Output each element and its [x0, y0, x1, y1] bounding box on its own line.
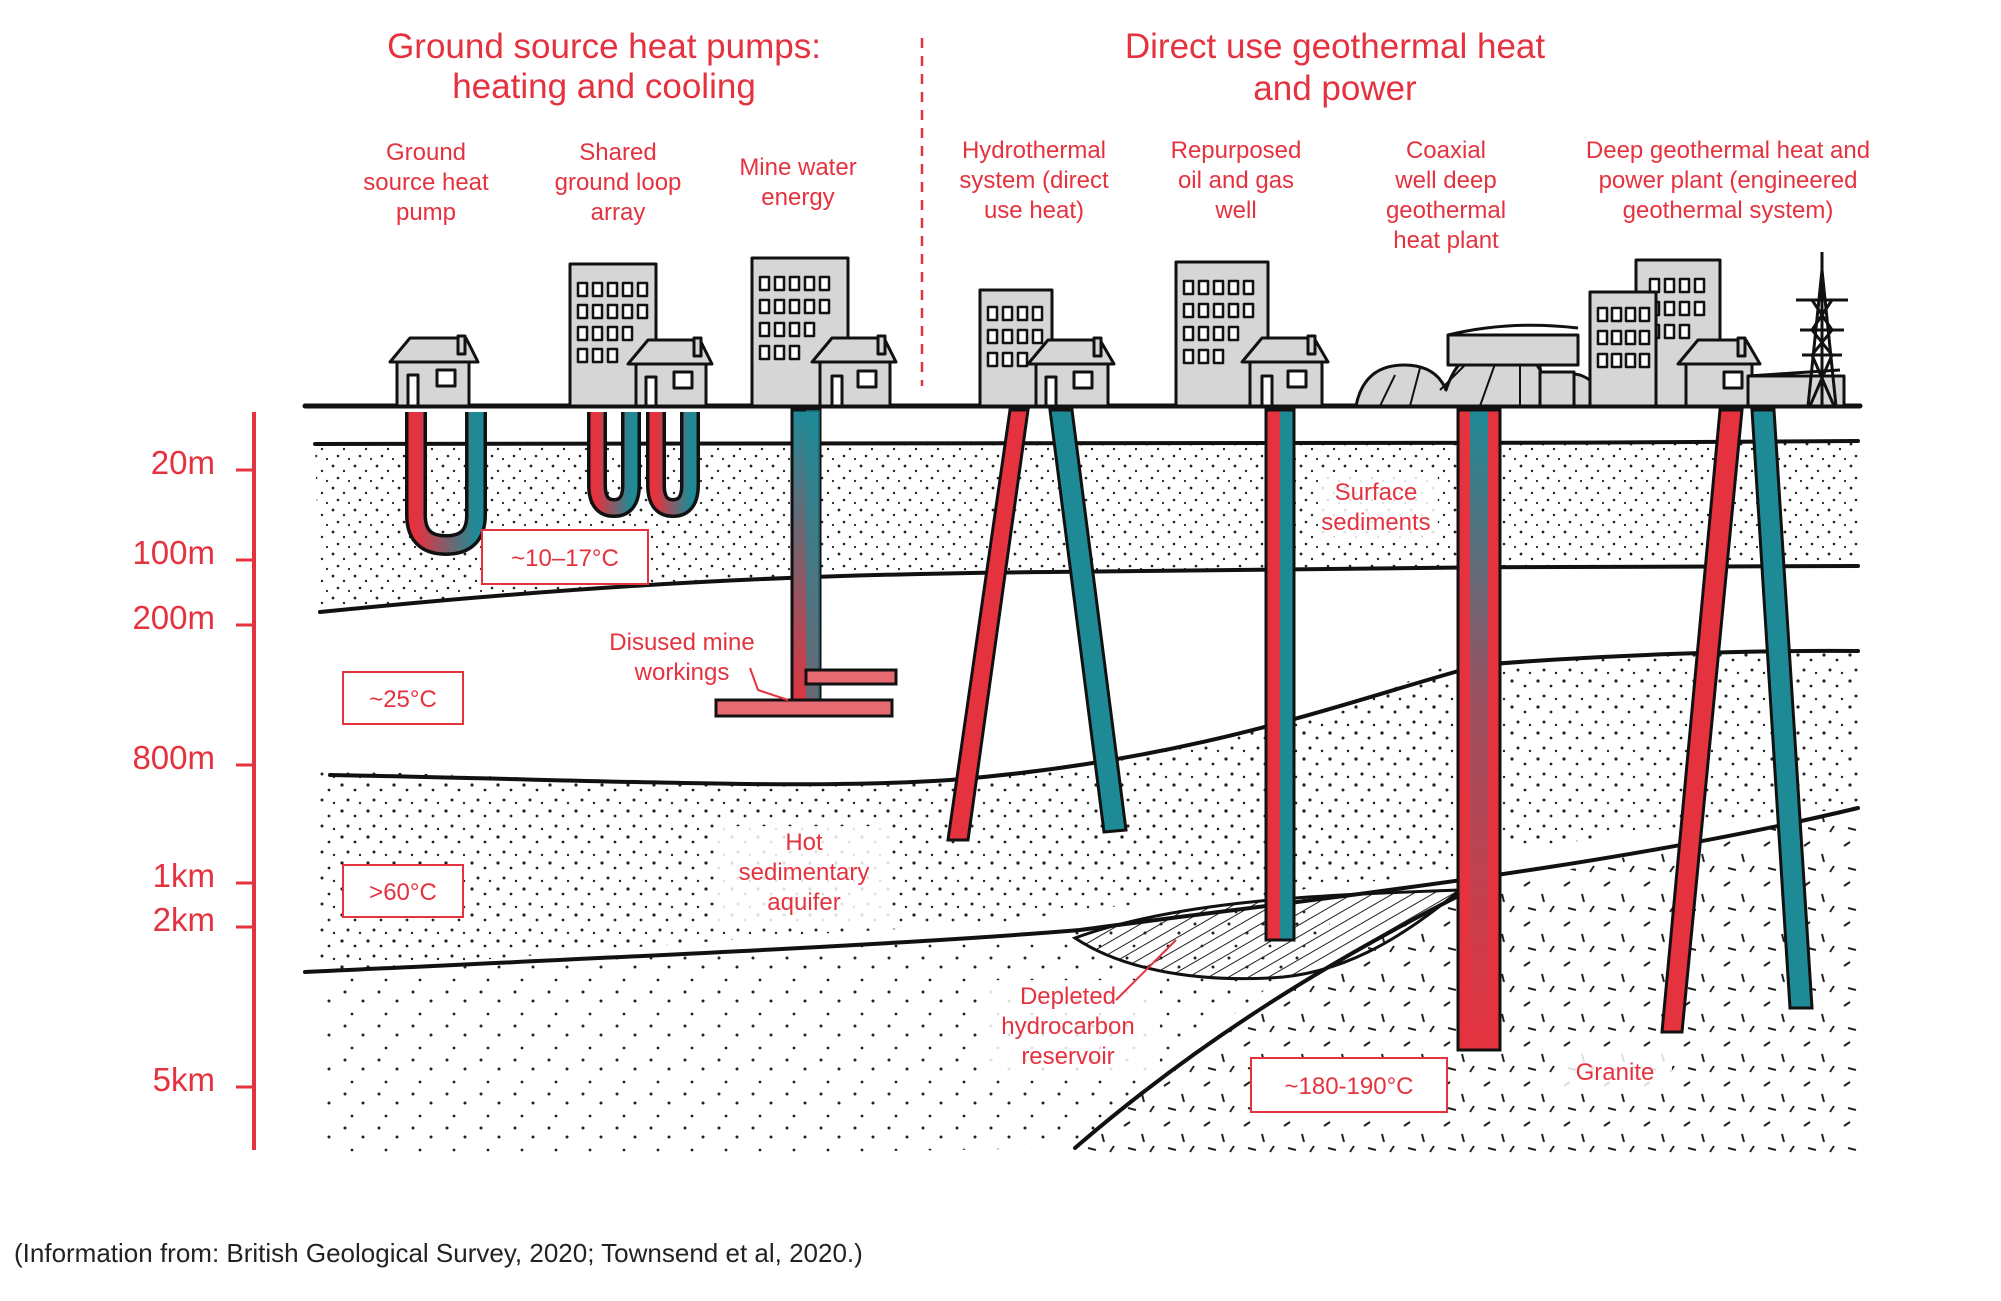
header-right-line1: Direct use geothermal heat [1125, 27, 1545, 66]
power-plant-icon [1746, 368, 1846, 408]
temp-label: >60°C [369, 879, 437, 906]
house-icon [388, 334, 480, 408]
apartment-block-icon [1588, 290, 1658, 408]
system-label: ground loop [555, 169, 682, 196]
system-label: Coaxial [1406, 137, 1486, 164]
system-label: Hydrothermal [962, 137, 1106, 164]
dome-building-icon [1354, 323, 1606, 408]
temp-label: ~180-190°C [1284, 1073, 1413, 1100]
system-label: Repurposed [1171, 137, 1302, 164]
house-icon [810, 334, 898, 408]
header-left-line2: heating and cooling [452, 67, 756, 106]
system-label: well [1214, 197, 1256, 224]
depth-label-1km: 1km [153, 857, 215, 894]
system-label: oil and gas [1178, 167, 1294, 194]
header-left-line1: Ground source heat pumps: [387, 27, 821, 66]
system-label: heat plant [1393, 227, 1499, 254]
depth-label-200m: 200m [132, 599, 215, 636]
house-icon [626, 336, 714, 408]
system-label: array [591, 199, 646, 226]
temp-label: ~10–17°C [511, 545, 619, 572]
temp-box [1250, 1057, 1448, 1113]
temp-box [342, 671, 464, 725]
depth-scale: 20m 100m 200m 800m 1km 2km 5km [132, 412, 256, 1150]
granite-label: Granite [1576, 1059, 1655, 1086]
reservoir-label: reservoir [1021, 1043, 1114, 1070]
house-icon [1676, 336, 1762, 408]
depth-label-5km: 5km [153, 1061, 215, 1098]
aquifer-label: sedimentary [739, 859, 870, 886]
mine-water-well [714, 408, 898, 718]
wells [405, 408, 1814, 1052]
aquifer-label: Hot [785, 829, 823, 856]
depth-label-20m: 20m [151, 444, 215, 481]
aquifer-label: aquifer [767, 889, 840, 916]
system-label: Ground [386, 139, 466, 166]
apartment-block-icon [1174, 260, 1270, 408]
egs-red-well [1660, 408, 1744, 1034]
repurposed-well [1264, 408, 1296, 942]
egs-teal-well [1750, 408, 1814, 1010]
system-label: power plant (engineered [1599, 167, 1858, 194]
system-label: well deep [1394, 167, 1496, 194]
temp-label: ~25°C [369, 686, 437, 713]
surface-sediments-label: sediments [1321, 509, 1430, 536]
mine-workings-label: Disused mine [609, 629, 754, 656]
depth-label-800m: 800m [132, 739, 215, 776]
temp-box [342, 864, 464, 918]
system-label: energy [761, 184, 834, 211]
system-label: system (direct [959, 167, 1109, 194]
system-label: Shared [579, 139, 656, 166]
section-headers: Ground source heat pumps: heating and co… [387, 27, 1545, 386]
temp-box [481, 529, 649, 585]
header-right-line2: and power [1253, 69, 1417, 108]
house-icon [1240, 334, 1330, 408]
reservoir-label: hydrocarbon [1001, 1013, 1134, 1040]
system-label: use heat) [984, 197, 1084, 224]
aquifer-layer-left [320, 668, 1460, 972]
system-label: source heat [363, 169, 489, 196]
pylon-icon [1796, 252, 1848, 407]
hydrothermal-red-well [946, 408, 1030, 842]
temperature-boxes: ~10–17°C ~25°C >60°C ~180-190°C [342, 529, 1448, 1113]
annotations: Surface sediments Disused mine workings … [586, 472, 1672, 1088]
house-icon [1026, 336, 1116, 408]
gshp-loop [405, 412, 487, 557]
depth-label-2km: 2km [153, 901, 215, 938]
system-label: Deep geothermal heat and [1586, 137, 1870, 164]
system-label: pump [396, 199, 456, 226]
system-label: Mine water [739, 154, 856, 181]
buildings [388, 252, 1848, 408]
surface-sediments-label: Surface [1335, 479, 1418, 506]
system-labels: Ground source heat pump Shared ground lo… [363, 137, 1870, 254]
shared-loop-array [587, 412, 700, 519]
hydrothermal-teal-well [1048, 408, 1128, 834]
reservoir-label: Depleted [1020, 983, 1116, 1010]
source-citation: (Information from: British Geological Su… [14, 1238, 863, 1268]
system-label: geothermal [1386, 197, 1506, 224]
system-label: geothermal system) [1623, 197, 1834, 224]
mine-workings-label: workings [634, 659, 730, 686]
depth-label-100m: 100m [132, 534, 215, 571]
coaxial-well [1456, 408, 1502, 1052]
